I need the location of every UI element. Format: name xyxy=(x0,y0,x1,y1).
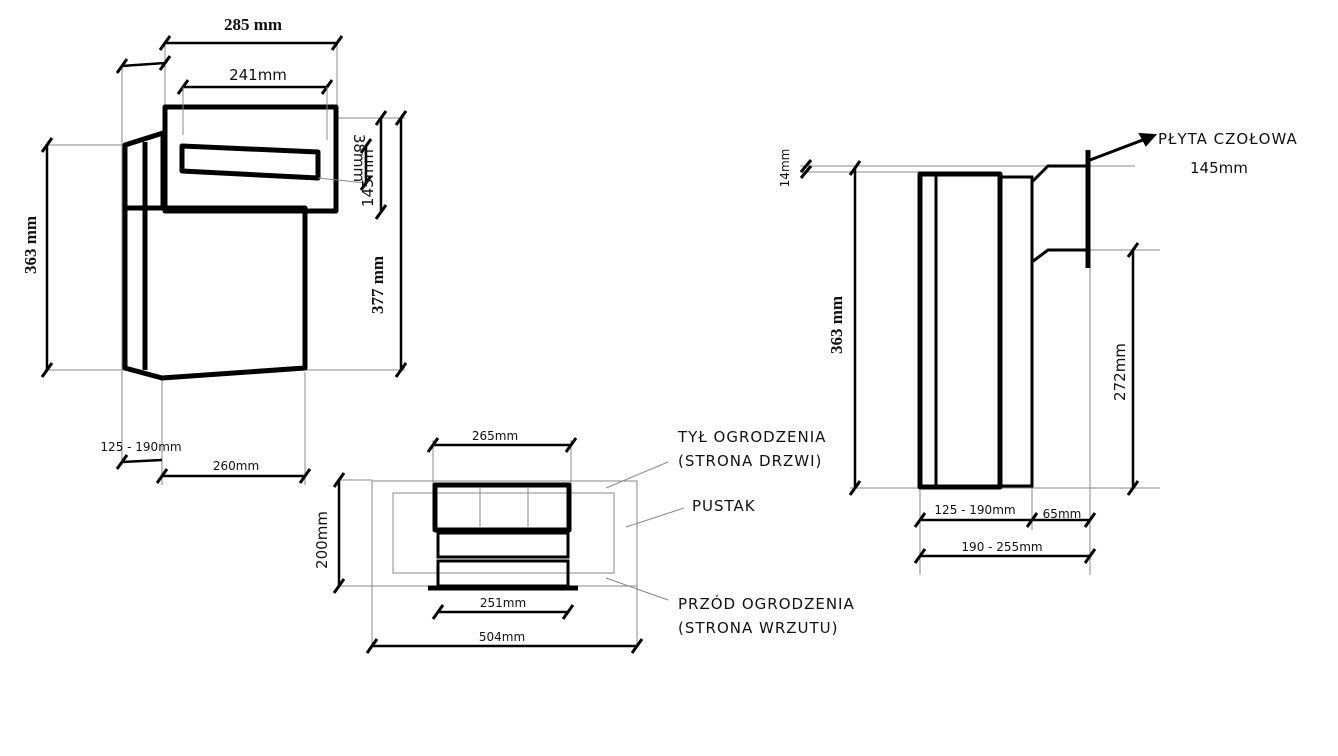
plan-view: 265mm 200mm 251mm 504mm TYŁ OGRODZENIA (… xyxy=(313,428,855,654)
dim-200: 200mm xyxy=(313,511,331,569)
side-view: PŁYTA CZOŁOWA 145mm 14mm 363 mm 272mm 12… xyxy=(778,130,1298,575)
label-front-line1: PRZÓD OGRODZENIA xyxy=(678,594,855,613)
front-view: 285 mm 241mm 38mm 145mm 363 mm 377 mm xyxy=(21,15,408,485)
box-mid-plan xyxy=(436,531,570,559)
dim-190-255: 190 - 255mm xyxy=(961,540,1042,554)
dim-504: 504mm xyxy=(479,630,525,644)
dim-265: 265mm xyxy=(472,429,518,443)
dim-125-190-front: 125 - 190mm xyxy=(100,440,181,454)
label-plate: PŁYTA CZOŁOWA xyxy=(1158,130,1298,148)
dim-285: 285 mm xyxy=(224,15,282,34)
dim-377: 377 mm xyxy=(368,256,387,314)
dim-272: 272mm xyxy=(1111,343,1129,401)
front-panel xyxy=(162,104,339,214)
label-back-line2: (STRONA DRZWI) xyxy=(678,452,822,470)
dim-14: 14mm xyxy=(778,149,792,188)
box-side xyxy=(122,145,308,381)
block-cavity xyxy=(392,492,615,574)
dim-363-right: 363 mm xyxy=(827,296,846,354)
box-side-body xyxy=(917,171,1003,490)
dim-251: 251mm xyxy=(480,596,526,610)
dim-38: 38mm xyxy=(350,134,368,182)
dim-145: 145mm xyxy=(359,149,377,207)
label-back-line1: TYŁ OGRODZENIA xyxy=(677,428,826,446)
plate-bracket xyxy=(1030,164,1090,264)
label-front-line2: (STRONA WRZUTU) xyxy=(678,619,839,637)
box-top-plan xyxy=(432,482,572,533)
dim-65: 65mm xyxy=(1043,507,1082,521)
dim-241: 241mm xyxy=(229,66,287,84)
dim-260: 260mm xyxy=(213,459,259,473)
arrow-icon xyxy=(1138,132,1158,147)
dim-363-left: 363 mm xyxy=(21,216,40,274)
dim-125-190-side: 125 - 190mm xyxy=(934,503,1015,517)
mail-slot xyxy=(179,143,321,181)
label-block: PUSTAK xyxy=(692,497,756,515)
dim-plate-145: 145mm xyxy=(1190,159,1248,177)
